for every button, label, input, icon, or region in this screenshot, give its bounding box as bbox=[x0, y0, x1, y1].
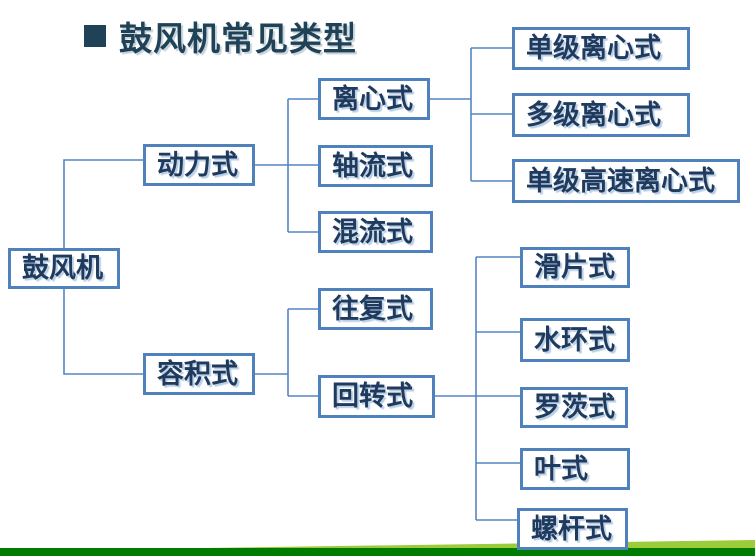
node-multi-stage-centrifugal: 多级离心式 bbox=[512, 93, 690, 137]
node-axial-flow: 轴流式 bbox=[318, 145, 433, 187]
node-label: 水环式 bbox=[534, 324, 615, 355]
node-positive-displacement: 容积式 bbox=[143, 353, 255, 395]
slide-title: 鼓风机常见类型 bbox=[84, 12, 357, 60]
node-screw-type: 螺杆式 bbox=[517, 508, 628, 550]
node-label: 螺杆式 bbox=[531, 513, 612, 544]
square-bullet-icon bbox=[84, 25, 106, 47]
node-label: 轴流式 bbox=[332, 150, 413, 181]
node-rotary: 回转式 bbox=[318, 375, 435, 418]
node-label: 叶式 bbox=[534, 453, 588, 484]
node-label: 离心式 bbox=[332, 83, 413, 114]
node-single-stage-high-speed-centrifugal: 单级高速离心式 bbox=[512, 159, 740, 203]
node-label: 容积式 bbox=[157, 358, 238, 389]
tree-connectors bbox=[63, 47, 520, 521]
node-single-stage-centrifugal: 单级离心式 bbox=[512, 27, 690, 70]
node-centrifugal: 离心式 bbox=[318, 78, 430, 120]
node-dynamic-type: 动力式 bbox=[143, 144, 255, 186]
node-label: 回转式 bbox=[332, 381, 413, 411]
node-label: 动力式 bbox=[157, 149, 238, 180]
node-label: 单级高速离心式 bbox=[526, 165, 715, 196]
node-water-ring: 水环式 bbox=[520, 318, 630, 362]
node-label: 单级离心式 bbox=[526, 33, 661, 63]
node-label: 多级离心式 bbox=[526, 99, 661, 130]
node-label: 滑片式 bbox=[534, 252, 615, 282]
node-reciprocating: 往复式 bbox=[318, 288, 433, 330]
node-blower-root: 鼓风机 bbox=[8, 248, 120, 289]
node-roots-type: 罗茨式 bbox=[520, 387, 628, 428]
node-label: 混流式 bbox=[332, 216, 413, 247]
node-mixed-flow: 混流式 bbox=[318, 211, 433, 253]
node-label: 往复式 bbox=[332, 293, 413, 324]
page-title: 鼓风机常见类型 bbox=[119, 22, 357, 58]
node-vane-type: 叶式 bbox=[520, 448, 630, 490]
footer-green-bar bbox=[0, 540, 755, 556]
node-label: 罗茨式 bbox=[534, 392, 615, 422]
node-sliding-vane: 滑片式 bbox=[520, 247, 630, 288]
node-label: 鼓风机 bbox=[22, 253, 103, 283]
